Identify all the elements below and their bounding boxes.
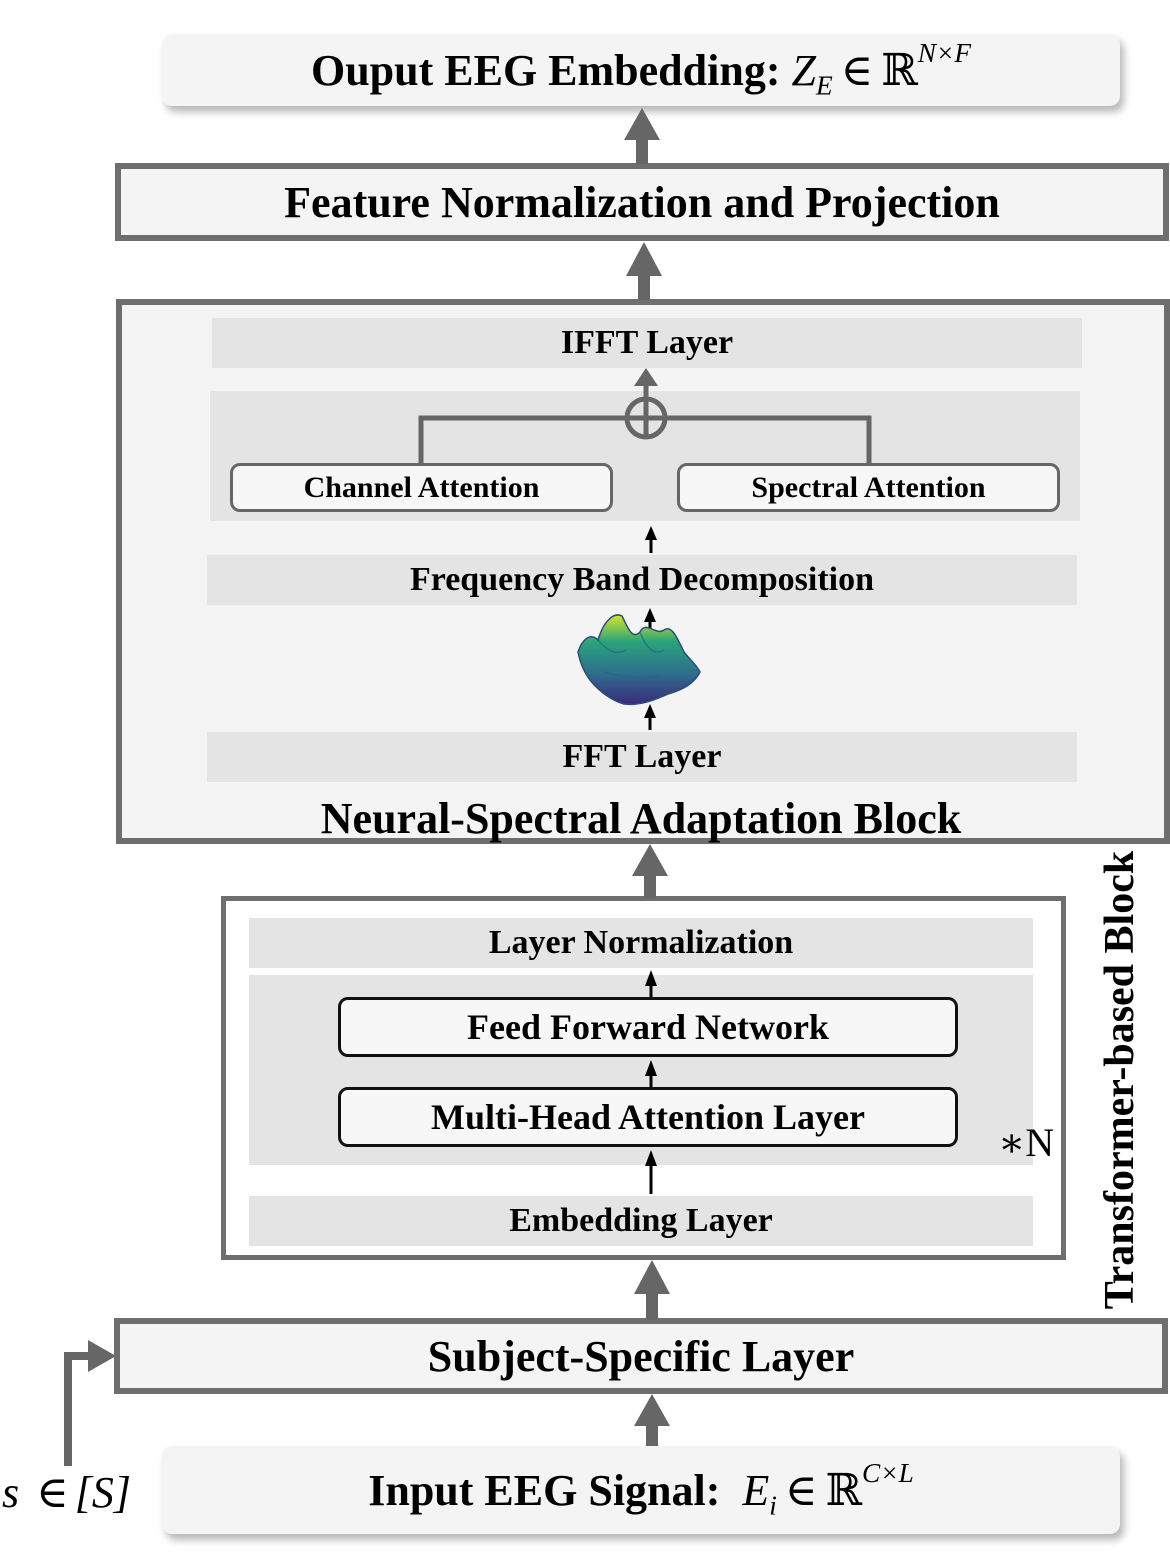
layer-normalization-label: Layer Normalization <box>488 924 794 961</box>
layer-normalization: Layer Normalization <box>249 918 1033 968</box>
feature-normalization-box: Feature Normalization and Projection <box>115 163 1169 241</box>
nsab-title: Neural-Spectral Adaptation Block <box>320 794 962 843</box>
arrow-nsab-to-feature <box>626 242 662 300</box>
arrow-input-to-subject <box>634 1394 670 1446</box>
input-in: ∈ <box>784 1465 818 1515</box>
input-signal-box: Input EEG Signal: Ei ∈ ℝC×L <box>162 1446 1120 1534</box>
channel-attention-box: Channel Attention <box>230 463 613 512</box>
fft-layer-label: FFT Layer <box>562 738 722 775</box>
ifft-layer: IFFT Layer <box>212 318 1082 368</box>
arrow-subject-to-transformer <box>634 1260 670 1320</box>
subject-index: s ∈[S] <box>2 1468 131 1517</box>
output-var: ZE <box>791 45 833 101</box>
spectral-attention-box: Spectral Attention <box>677 463 1060 512</box>
feed-forward-network-label: Feed Forward Network <box>467 1007 829 1047</box>
arrow-subject-index-to-layer <box>64 1340 116 1466</box>
output-label: Ouput EEG Embedding: <box>310 45 781 95</box>
spectral-attention-label: Spectral Attention <box>751 470 986 504</box>
subject-specific-layer-box: Subject-Specific Layer <box>114 1318 1168 1394</box>
input-label: Input EEG Signal: <box>368 1465 721 1515</box>
fft-layer: FFT Layer <box>207 732 1077 782</box>
output-in: ∈ <box>840 45 874 95</box>
embedding-layer-label: Embedding Layer <box>509 1202 773 1239</box>
arrow-transformer-to-nsab <box>632 844 668 898</box>
channel-attention-label: Channel Attention <box>303 470 540 504</box>
arrow-feature-to-output <box>624 108 660 164</box>
ifft-layer-label: IFFT Layer <box>560 324 734 361</box>
transformer-block-title: Transformer-based Block <box>1090 850 1150 1310</box>
frequency-band-label: Frequency Band Decomposition <box>409 561 875 598</box>
feed-forward-network-box: Feed Forward Network <box>338 997 958 1057</box>
embedding-layer: Embedding Layer <box>249 1196 1033 1246</box>
output-set: ℝN×F <box>881 37 972 95</box>
feature-normalization-label: Feature Normalization and Projection <box>284 177 1000 227</box>
transformer-block-title-text: Transformer-based Block <box>1097 850 1143 1310</box>
output-embedding-box: Ouput EEG Embedding: ZE ∈ ℝN×F <box>162 34 1120 106</box>
subject-specific-layer-label: Subject-Specific Layer <box>427 1331 855 1381</box>
input-var: Ei <box>742 1465 777 1521</box>
repeat-count: ∗N <box>998 1120 1055 1165</box>
input-set: ℝC×L <box>825 1457 914 1515</box>
frequency-band-decomposition: Frequency Band Decomposition <box>207 555 1077 605</box>
multi-head-attention-label: Multi-Head Attention Layer <box>431 1097 865 1137</box>
multi-head-attention-box: Multi-Head Attention Layer <box>338 1087 958 1147</box>
